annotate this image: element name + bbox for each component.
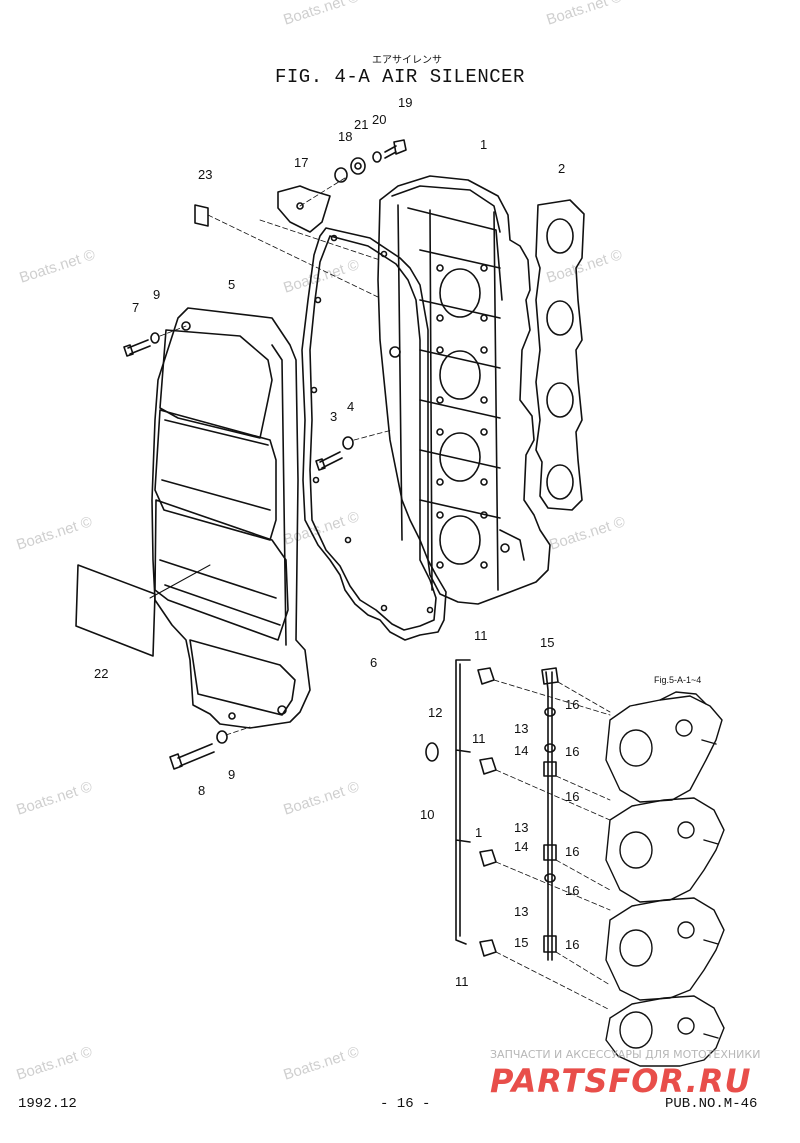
small-plate [194,204,209,227]
callout-17: 17 [294,155,309,170]
callout-2: 2 [558,161,566,176]
callout-6: 6 [370,655,378,670]
callout-11-a: 11 [474,628,488,643]
callout-15-b: 15 [514,935,529,950]
callout-3: 3 [330,409,338,424]
callout-13-b: 13 [514,820,529,835]
callout-16-c: 16 [565,789,580,804]
callout-16-d: 16 [565,844,580,859]
callout-5: 5 [228,277,236,292]
callout-16-a: 16 [565,697,580,712]
callout-19: 19 [398,95,413,110]
silencer-cover [151,307,311,729]
figure-title: FIG. 4-A AIR SILENCER [275,66,525,88]
intake-gasket [535,199,585,511]
carburetor-stack [605,691,725,1067]
footer-page: - 16 - [380,1096,431,1112]
callout-16-b: 16 [565,744,580,759]
promo-brand: PARTSFOR.RU [490,1062,752,1100]
label-sticker [75,564,156,657]
callout-11-d: 11 [455,974,469,989]
footer-pub: PUB.NO.M-46 [665,1096,758,1112]
footer-date: 1992.12 [18,1096,77,1112]
bracket [277,185,331,233]
callout-16-f: 16 [565,937,580,952]
callout-9-top: 9 [153,287,161,302]
callout-1: 1 [480,137,488,152]
callout-9-bottom: 9 [228,767,236,782]
callout-8: 8 [198,783,206,798]
figure-subtitle-jp: エアサイレンサ [372,55,442,66]
callout-11-b: 11 [472,731,486,746]
callout-23: 23 [198,167,213,182]
callout-16-e: 16 [565,883,580,898]
callout-7: 7 [132,300,140,315]
callout-20: 20 [372,112,387,127]
callout-14-b: 14 [514,839,529,854]
reference-label: Fig.5-A-1~4 [654,675,702,685]
silencer-body [377,175,551,605]
callout-21: 21 [354,117,369,132]
callout-14-a: 14 [514,743,529,758]
callout-15-a: 15 [540,635,555,650]
gasket [301,227,447,641]
callout-11-c: 1 [475,825,483,840]
callout-18: 18 [338,129,353,144]
hose [455,659,471,945]
callout-13-a: 13 [514,721,529,736]
promo-caption: ЗАПЧАСТИ И АКСЕССУАРЫ ДЛЯ МОТОТЕХНИКИ [490,1048,761,1061]
callout-12: 12 [428,705,443,720]
callout-4: 4 [347,399,355,414]
callout-13-c: 13 [514,904,529,919]
callout-22: 22 [94,666,109,681]
callout-10: 10 [420,807,435,822]
